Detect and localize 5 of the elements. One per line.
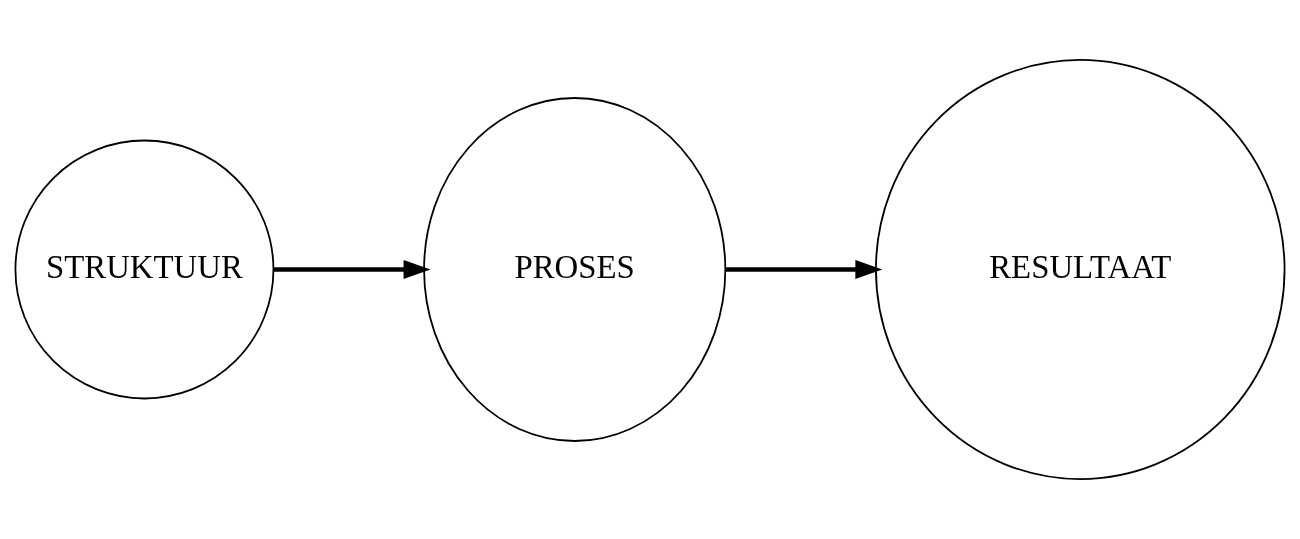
node-circle: RESULTAAT <box>875 59 1286 480</box>
arrow <box>273 260 431 279</box>
node-ellipse: PROSES <box>423 97 727 442</box>
node-circle: STRUKTUUR <box>14 139 275 400</box>
arrow <box>725 260 883 279</box>
